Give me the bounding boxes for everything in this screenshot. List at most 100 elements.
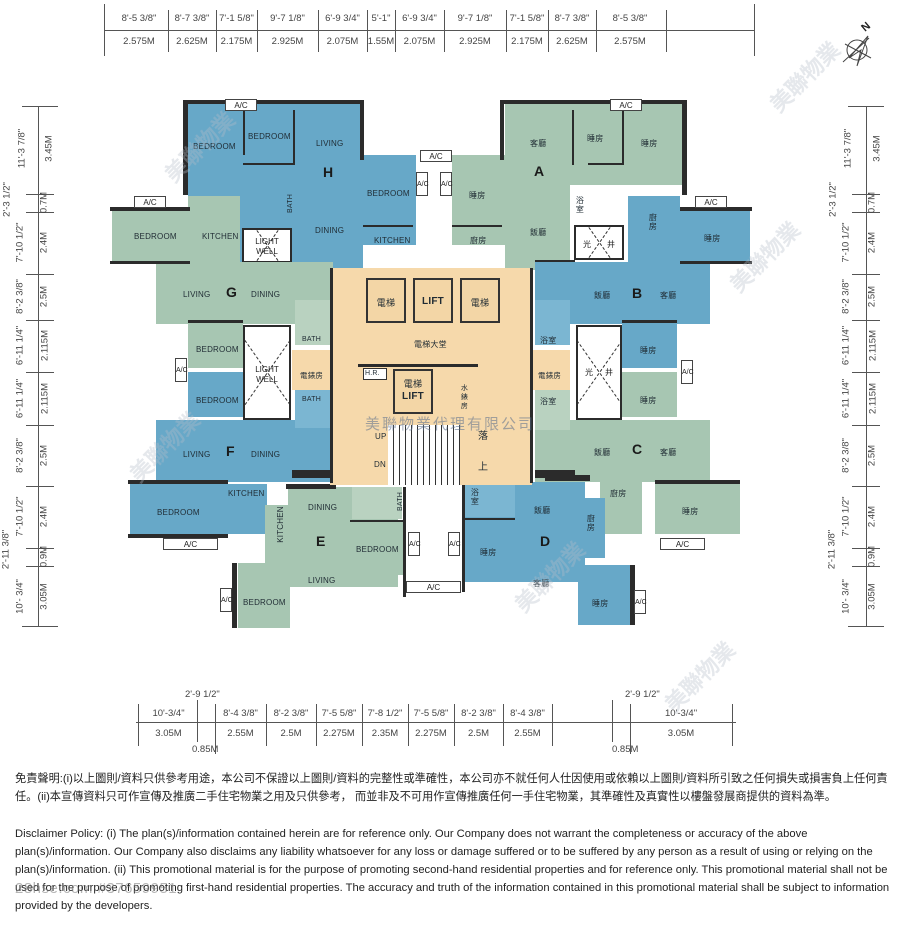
dim-tick — [362, 704, 363, 746]
dim-gap-imperial: 2'-9 1/2" — [625, 689, 660, 700]
water-meter-room-label: 水錶房 — [460, 385, 469, 410]
unit-f-bedroom-area — [188, 372, 243, 417]
dim-metric: 2.625M — [176, 36, 208, 47]
unit-a-dining-area — [505, 185, 570, 270]
room-label-bedroom: 睡房 — [480, 548, 497, 557]
dim-imperial: 5'-1" — [371, 13, 391, 24]
dim-tick — [22, 106, 58, 107]
room-label-bath: BATH — [302, 336, 321, 343]
unit-b-kitchen-area — [628, 196, 680, 262]
room-label-kitchen: KITCHEN — [202, 232, 239, 241]
wall — [622, 320, 677, 323]
dim-metric: 3.05M — [155, 728, 182, 739]
dim-imperial: 6'-9 3/4" — [325, 13, 360, 24]
unit-g-bedroom2-area — [188, 324, 243, 368]
wall — [292, 470, 330, 478]
wall — [183, 100, 363, 104]
ac-platform: A/C — [163, 538, 218, 550]
dim-tick — [26, 548, 54, 549]
light-well-label: 光 — [585, 368, 593, 377]
room-label-living: 客廳 — [530, 139, 547, 148]
room-label-kitchen: KITCHEN — [275, 506, 285, 543]
dim-tick — [848, 106, 884, 107]
light-well-bc: 光 井 — [576, 325, 622, 420]
wall — [360, 100, 364, 160]
dim-tick — [852, 566, 880, 567]
wall — [452, 225, 502, 227]
lift-label: 電梯 — [376, 298, 396, 308]
unit-d-bedroom2-area — [578, 565, 630, 625]
unit-f-kitchen-area — [225, 484, 267, 534]
ac-platform: A/C — [175, 358, 188, 382]
dim-imperial: 7'-8 1/2" — [367, 708, 403, 719]
unit-d-bath-area — [465, 482, 515, 517]
left-dim-line — [38, 106, 39, 626]
dim-metric: 2.275M — [323, 728, 355, 739]
meter-room-left — [292, 350, 332, 390]
dim-tick — [26, 212, 54, 213]
room-label-bedroom: 睡房 — [592, 599, 609, 608]
wall — [330, 268, 333, 483]
dim-imperial: 8'-2 3/8" — [461, 708, 496, 719]
dim-gap-metric: 0.85M — [192, 744, 219, 755]
dim-metric: 2.55M — [227, 728, 254, 739]
room-label-bedroom: BEDROOM — [196, 396, 239, 405]
dim-tick — [852, 548, 880, 549]
room-label-bedroom: 睡房 — [640, 346, 657, 355]
lift-label: LIFT — [402, 391, 424, 402]
dim-metric: 2.35M — [371, 728, 399, 739]
dim-imperial: 7'-1 5/8" — [509, 13, 545, 24]
room-label-living: 客廳 — [660, 291, 677, 300]
brand-watermark: 美聯物業 — [765, 37, 846, 118]
room-label-living: 客廳 — [660, 448, 677, 457]
dim-tick — [848, 626, 884, 627]
dim-tick — [395, 10, 396, 52]
lift-lobby-label: 電梯大堂 — [414, 340, 447, 349]
hose-reel: H.R. — [363, 368, 387, 380]
wall — [572, 110, 574, 165]
unit-e-bedroom2-area — [238, 563, 290, 628]
room-label-bedroom: BEDROOM — [193, 142, 236, 151]
room-label-kitchen: 廚房 — [470, 236, 487, 245]
wall — [350, 520, 405, 522]
stair-up-zh-label: 上 — [478, 462, 489, 473]
room-label-bedroom: BEDROOM — [157, 508, 200, 517]
stair-down-label: DN — [374, 460, 386, 469]
dim-tick — [26, 372, 54, 373]
wall — [535, 470, 575, 478]
room-label-living: LIVING — [308, 576, 336, 585]
dim-tick — [666, 10, 667, 52]
dim-tick — [168, 10, 169, 52]
ac-platform: A/C — [416, 172, 429, 196]
dim-imperial: 8'-4 3/8" — [223, 708, 258, 719]
dim-metric: 3.05M — [667, 728, 695, 739]
light-well-label: 井 — [607, 240, 615, 249]
wall — [183, 100, 188, 195]
room-label-bedroom: BEDROOM — [356, 545, 399, 554]
unit-b-bedroom2-area — [622, 324, 677, 368]
floor-plan: A/C BEDROOM BEDROOM LIVING H BEDROOM DIN… — [110, 37, 846, 717]
wall — [465, 518, 515, 520]
wall — [588, 163, 623, 165]
wall — [243, 110, 245, 155]
wall — [462, 482, 465, 592]
ac-platform: A/C — [448, 532, 461, 556]
room-label-bedroom: BEDROOM — [196, 345, 239, 354]
unit-g-bath-area — [295, 300, 330, 345]
light-well-label: LIGHT — [255, 365, 279, 374]
dim-tick — [104, 4, 105, 56]
dim-tick — [852, 372, 880, 373]
dim-metric: 1.55M — [367, 36, 395, 47]
dim-imperial: 9'-7 1/8" — [457, 13, 493, 24]
unit-letter-e: E — [316, 533, 326, 549]
dim-imperial: 9'-7 1/8" — [270, 13, 305, 24]
unit-e-kitchen-area — [265, 505, 290, 565]
ac-platform: A/C — [695, 196, 727, 208]
dim-imperial: 8'-5 3/8" — [121, 13, 157, 24]
wall — [293, 110, 295, 165]
light-well-a: 光 井 — [574, 225, 624, 260]
dim-tick — [26, 320, 54, 321]
unit-letter-b: B — [632, 285, 643, 301]
dim-tick — [26, 194, 54, 195]
room-label-bath: BATH — [286, 194, 294, 213]
